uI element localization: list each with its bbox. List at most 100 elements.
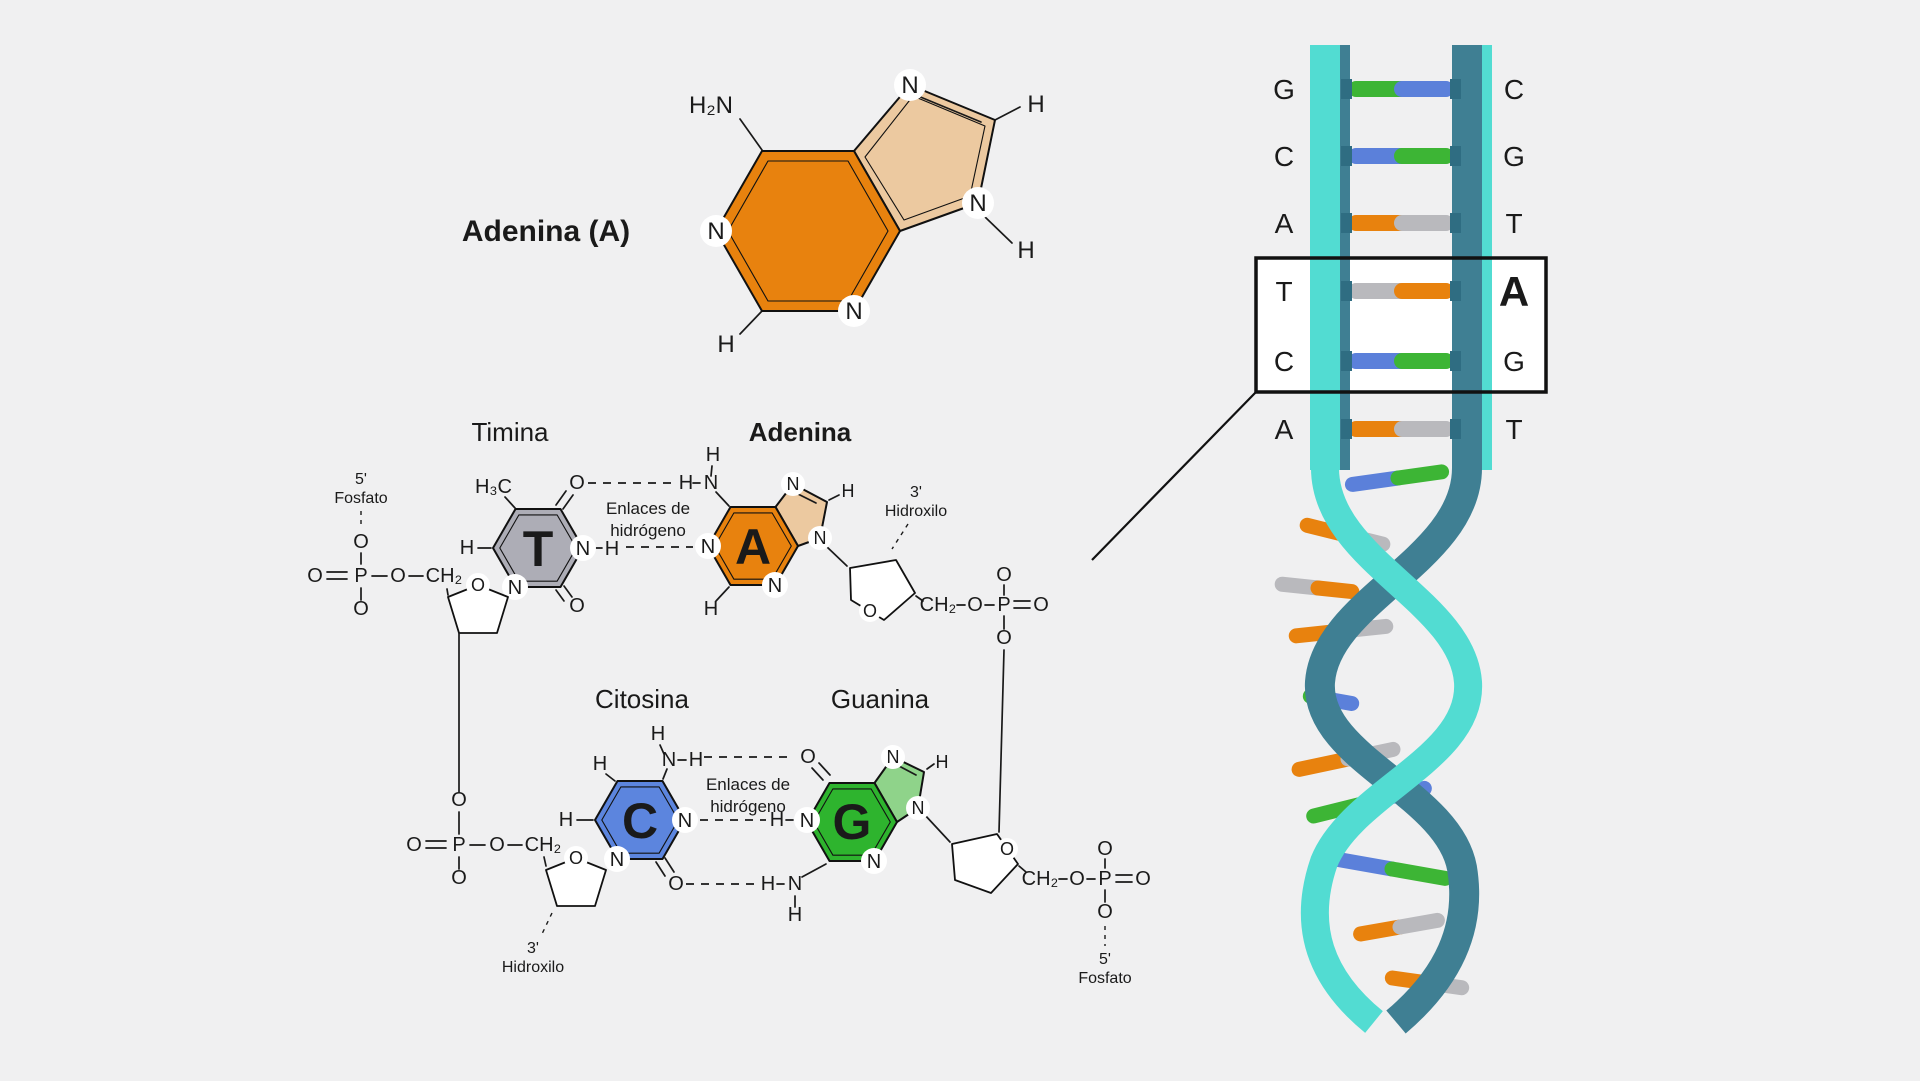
atom-label-hydrogen: H xyxy=(842,481,855,501)
highlight-leader-line xyxy=(1091,391,1257,561)
adenine-large-atoms: H₂N N N H N H N H xyxy=(689,69,1045,358)
atom-label-nitrogen: N xyxy=(508,577,522,599)
atom-label-hydrogen: H xyxy=(559,809,573,831)
adenine-pair-group: A H N H N N H N H N xyxy=(679,444,855,620)
adenine-pentagon-inner xyxy=(864,95,986,221)
atom-label-methyl: H₃C xyxy=(475,476,512,498)
atom-label-ch2: CH₂ xyxy=(920,594,957,616)
atom-label-nitrogen: N xyxy=(901,72,918,99)
twist-rung xyxy=(1329,851,1453,886)
adenine-title: Adenina (A) xyxy=(462,215,630,248)
atom-label-nitrogen: N xyxy=(845,298,862,325)
adenine-hexagon-inner-sm xyxy=(714,512,792,580)
atom-label-hydrogen: H xyxy=(1027,91,1044,118)
double-bond xyxy=(917,95,982,123)
phosphate-group-5p-top: 5' Fosfato O P O O CH₂ O xyxy=(307,471,462,620)
atom-label-oxygen: O xyxy=(1135,868,1151,890)
atom-label-oxygen: O xyxy=(967,594,983,616)
atom-label-hydrogen: H xyxy=(679,472,693,494)
helix-base-letter-left: G xyxy=(1273,74,1295,105)
atom-label-phosphorus: P xyxy=(354,565,367,587)
helix-base-letter-right: G xyxy=(1503,141,1525,172)
atom-label-nitrogen: N xyxy=(788,873,802,895)
atom-label-hydrogen: H xyxy=(706,444,720,466)
hbond-label-2b: hidrógeno xyxy=(710,797,786,816)
atom-label-amine: H₂N xyxy=(689,92,733,119)
atom-label-nitrogen: N xyxy=(969,190,986,217)
atom-label-hydrogen: H xyxy=(605,538,619,560)
helix-base-letter-right: T xyxy=(1505,208,1522,239)
hydrogen-bond-dashes xyxy=(588,482,793,885)
strand-cyan-twist xyxy=(1300,467,1483,1033)
atom-label-oxygen: O xyxy=(1097,901,1113,923)
atom-label-hydrogen: H xyxy=(651,723,665,745)
helix-base-letter-left: T xyxy=(1275,276,1292,307)
adenine-hexagon-ring xyxy=(715,150,901,312)
atom-label-oxygen: O xyxy=(489,834,505,856)
atom-label-oxygen: O xyxy=(451,789,467,811)
atom-label-nitrogen: N xyxy=(787,474,800,494)
hbond-label-2a: Enlaces de xyxy=(706,775,790,794)
atom-label-hydrogen: H xyxy=(788,904,802,926)
atom-label-nitrogen: N xyxy=(610,849,624,871)
phosphate-group-right-mid: CH₂ O P O O O xyxy=(920,564,1049,833)
adenine-letter: A xyxy=(735,519,771,575)
guanine-hexagon xyxy=(806,782,898,862)
atom-label-nitrogen: N xyxy=(707,218,724,245)
atom-label-hydrogen: H xyxy=(593,753,607,775)
fosfato-label: Fosfato xyxy=(334,490,387,507)
atom-label-hydrogen: H xyxy=(1017,237,1034,264)
helix-joints xyxy=(1341,79,1461,439)
atom-label-oxygen: O xyxy=(307,565,323,587)
atom-label-nitrogen: N xyxy=(678,810,692,832)
atom-label-hydrogen: H xyxy=(761,873,775,895)
rung-joint xyxy=(1450,79,1461,99)
phosphate-group-left-bottom: O O P O CH₂ O xyxy=(406,789,561,889)
atom-label-hydrogen: H xyxy=(936,752,949,772)
adenine-large-bonds xyxy=(739,106,1021,335)
atom-label-ch2: CH₂ xyxy=(426,565,463,587)
atom-label-nitrogen: N xyxy=(768,575,782,597)
twist-rung xyxy=(1353,912,1445,942)
guanina-label: Guanina xyxy=(831,684,930,714)
hbond-label-1b: hidrógeno xyxy=(610,521,686,540)
helix-base-letter-right: A xyxy=(1499,268,1529,315)
atom-label-oxygen: O xyxy=(1033,594,1049,616)
atom-label-phosphorus: P xyxy=(1098,868,1111,890)
atom-label-oxygen: O xyxy=(406,834,422,856)
helix-base-letter-left: A xyxy=(1275,208,1294,239)
rung-joint xyxy=(1450,351,1461,371)
cytosine-letter: C xyxy=(622,793,658,849)
atom-label-nitrogen: N xyxy=(704,472,718,494)
cytosine-group: C H N H H H N N O xyxy=(559,723,703,895)
twist-rung xyxy=(1344,464,1450,492)
atom-label-oxygen: O xyxy=(1069,868,1085,890)
twist-rung xyxy=(1274,576,1360,600)
phosphate-group-5p-bottom: CH₂ O P O O O 5' Fosfato xyxy=(1022,838,1151,987)
atom-label-oxygen: O xyxy=(863,601,877,621)
atom-label-oxygen: O xyxy=(668,873,684,895)
rung-joint xyxy=(1341,79,1352,99)
atom-label-nitrogen: N xyxy=(887,747,900,767)
atom-label-ch2: CH₂ xyxy=(1022,868,1059,890)
rung-joint xyxy=(1341,213,1352,233)
atom-label-nitrogen: N xyxy=(576,538,590,560)
atom-label-oxygen: O xyxy=(996,564,1012,586)
highlight-box-bg xyxy=(1256,258,1546,392)
atom-label-oxygen: O xyxy=(1097,838,1113,860)
helix-base-letter-right: C xyxy=(1504,74,1524,105)
highlight-box-border xyxy=(1254,256,1548,394)
citosina-label: Citosina xyxy=(595,684,689,714)
atom-label-nitrogen: N xyxy=(912,798,925,818)
helix-base-letter-right: G xyxy=(1503,346,1525,377)
atom-label-oxygen: O xyxy=(569,595,585,617)
atom-label-oxygen: O xyxy=(471,575,485,595)
atom-label-hydrogen: H xyxy=(770,809,784,831)
atom-label-hydrogen: H xyxy=(717,331,734,358)
helix-base-letter-left: C xyxy=(1274,346,1294,377)
atom-label-ch2: CH₂ xyxy=(525,834,562,856)
